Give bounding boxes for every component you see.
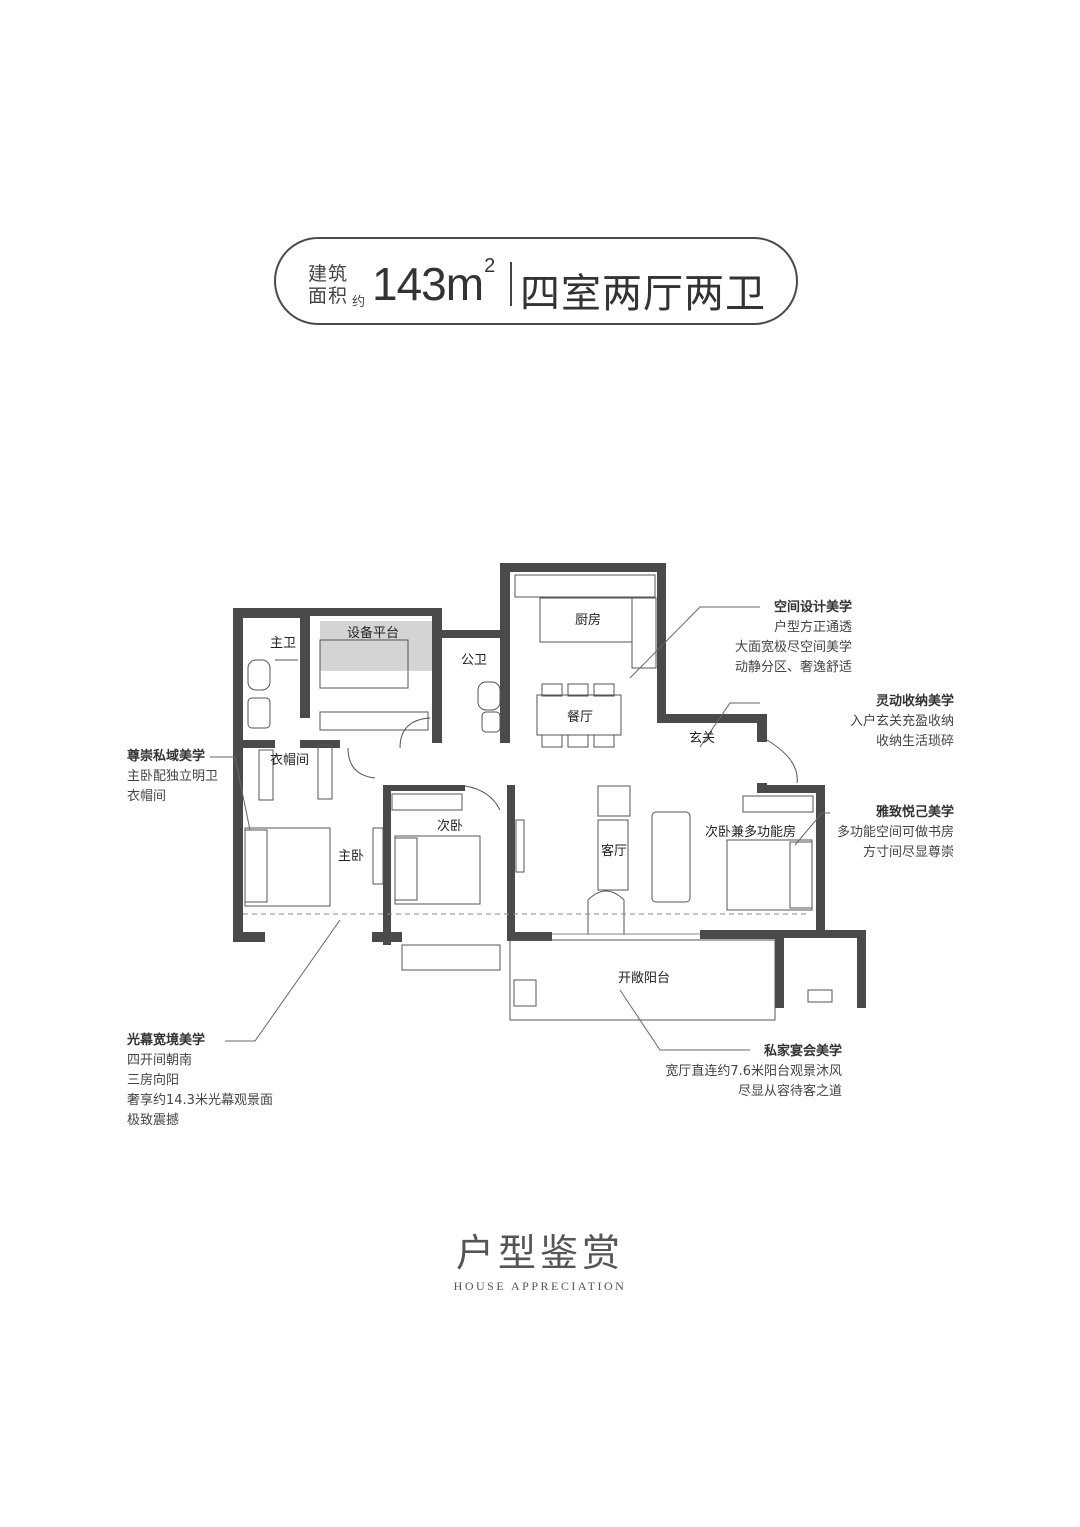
note-title: 空间设计美学 bbox=[773, 600, 852, 615]
room-walk-in-closet: 衣帽间 bbox=[270, 752, 309, 768]
note-title: 雅致悦己美学 bbox=[875, 805, 954, 820]
room-equipment-platform: 设备平台 bbox=[347, 625, 399, 641]
room-entrance: 玄关 bbox=[689, 731, 715, 746]
note-line: 极致震撼 bbox=[127, 1113, 180, 1128]
note-line: 主卧配独立明卫 bbox=[127, 769, 219, 784]
area-value: 143m2 bbox=[372, 255, 495, 310]
equipment-platform-shade bbox=[320, 621, 432, 671]
note-banquet: 私家宴会美学 宽厅直连约7.6米阳台观景沐风 尽显从容待客之道 bbox=[640, 1042, 842, 1102]
note-line: 大面宽极尽空间美学 bbox=[734, 640, 852, 655]
note-line: 多功能空间可做书房 bbox=[836, 825, 954, 840]
room-public-bath: 公卫 bbox=[461, 653, 487, 668]
room-multi-purpose: 次卧兼多功能房 bbox=[705, 824, 796, 840]
note-title: 尊崇私域美学 bbox=[127, 749, 206, 764]
note-light: 光幕宽境美学 四开间朝南 三房向阳 奢享约14.3米光幕观景面 极致震撼 bbox=[127, 1031, 307, 1131]
callout-lines bbox=[210, 606, 830, 1051]
note-line: 动静分区、奢逸舒适 bbox=[734, 660, 852, 675]
note-line: 衣帽间 bbox=[127, 789, 167, 804]
note-title: 光幕宽境美学 bbox=[127, 1033, 206, 1048]
note-line: 收纳生活琐碎 bbox=[875, 734, 954, 749]
note-storage: 灵动收纳美学 入户玄关充盈收纳 收纳生活琐碎 bbox=[770, 692, 954, 752]
note-line: 奢享约14.3米光幕观景面 bbox=[127, 1093, 273, 1108]
room-master-bath: 主卫 bbox=[270, 636, 296, 651]
note-title: 灵动收纳美学 bbox=[875, 694, 954, 709]
badge-divider bbox=[510, 262, 512, 306]
area-approx-label: 约 bbox=[352, 295, 366, 310]
note-line: 宽厅直连约7.6米阳台观景沐风 bbox=[665, 1064, 842, 1079]
note-line: 户型方正通透 bbox=[773, 620, 852, 635]
note-line: 三房向阳 bbox=[127, 1073, 180, 1088]
note-title: 私家宴会美学 bbox=[763, 1044, 842, 1059]
footer-title-cn: 户型鉴赏 bbox=[455, 1231, 624, 1275]
note-line: 方寸间尽显尊崇 bbox=[862, 845, 954, 860]
room-kitchen: 厨房 bbox=[575, 612, 601, 628]
area-layout-badge: 建筑 面积 约 143m2 四室两厅两卫 bbox=[274, 237, 798, 325]
note-line: 四开间朝南 bbox=[127, 1053, 193, 1068]
area-label-line1: 建筑 bbox=[308, 263, 349, 285]
room-living: 客厅 bbox=[601, 843, 627, 859]
area-unit-sup: 2 bbox=[484, 255, 495, 277]
room-dining: 餐厅 bbox=[567, 709, 593, 725]
note-line: 入户玄关充盈收纳 bbox=[849, 714, 954, 729]
note-space-design: 空间设计美学 户型方正通透 大面宽极尽空间美学 动静分区、奢逸舒适 bbox=[680, 598, 852, 678]
note-elegant: 雅致悦己美学 多功能空间可做书房 方寸间尽显尊崇 bbox=[820, 803, 954, 863]
room-second-bedroom: 次卧 bbox=[437, 818, 463, 834]
fixtures bbox=[243, 574, 833, 1021]
note-line: 尽显从容待客之道 bbox=[737, 1084, 842, 1099]
room-master-bedroom: 主卧 bbox=[338, 849, 364, 864]
room-balcony: 开敞阳台 bbox=[618, 970, 670, 986]
layout-type: 四室两厅两卫 bbox=[520, 271, 766, 317]
note-private: 尊崇私域美学 主卧配独立明卫 衣帽间 bbox=[127, 747, 237, 807]
footer-title-en: HOUSE APPRECIATION bbox=[453, 1279, 627, 1293]
area-label-line2: 面积 bbox=[308, 285, 349, 307]
